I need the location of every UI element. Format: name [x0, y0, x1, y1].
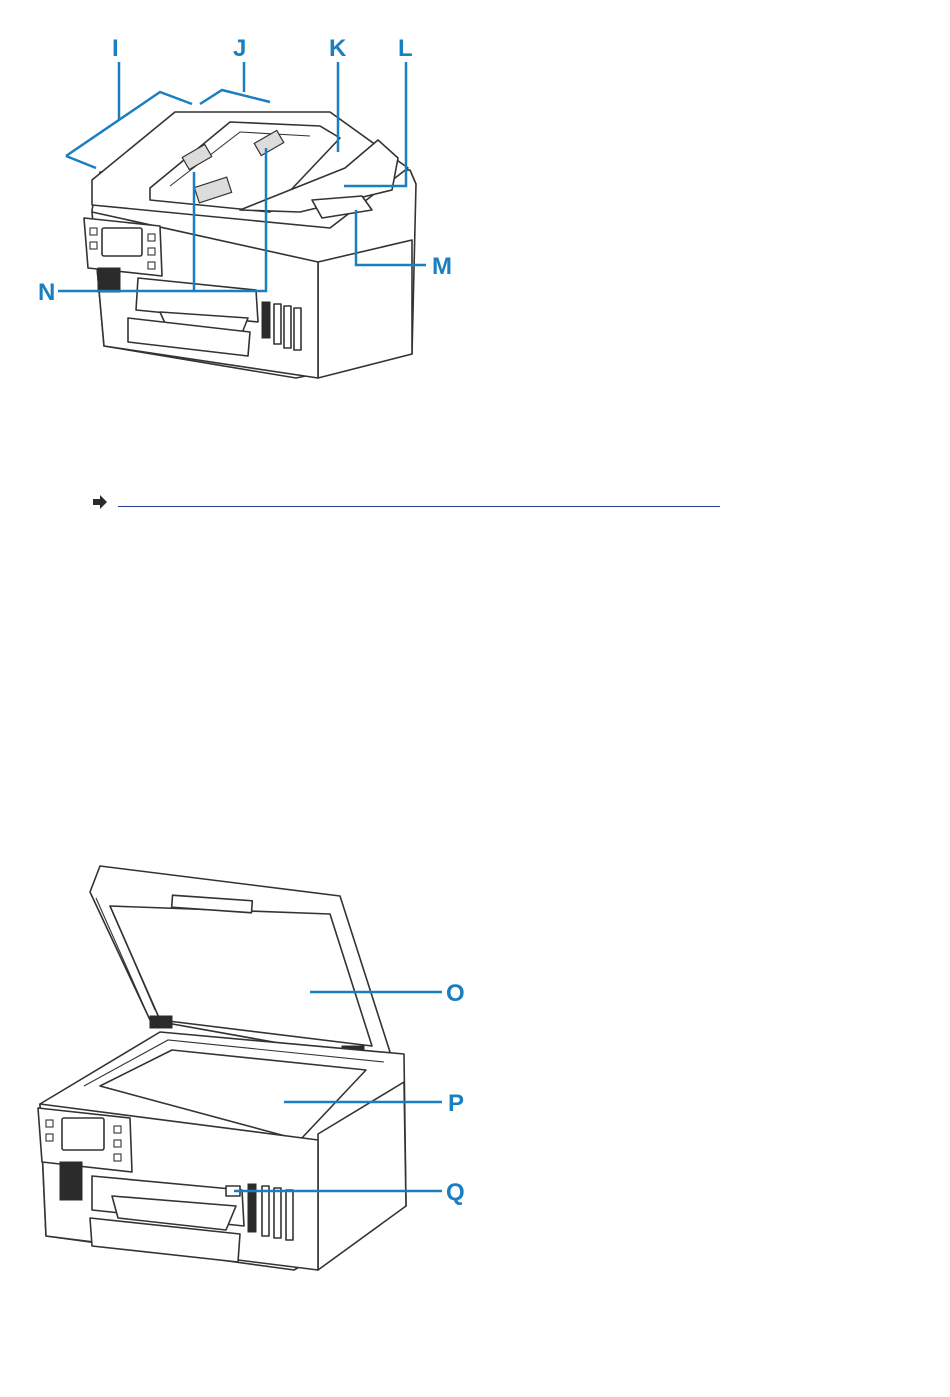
ink-tank	[274, 304, 281, 344]
callout-i: I	[112, 35, 119, 62]
document-pressure-sheet	[110, 906, 372, 1046]
callout-q: Q	[446, 1179, 465, 1206]
callout-l: L	[398, 35, 413, 62]
cover-hinge-left	[150, 1016, 172, 1028]
ink-tank	[284, 306, 291, 348]
callout-m: M	[432, 253, 452, 280]
printer-open-cover-drawing: O P Q	[0, 850, 950, 1290]
printer-front-feeder-illustration: I J K L M N	[0, 0, 950, 400]
ink-tank	[286, 1190, 293, 1240]
callout-k: K	[329, 35, 347, 62]
callout-o: O	[446, 980, 465, 1007]
right-arrow-icon	[92, 494, 108, 510]
ink-tank	[274, 1188, 281, 1238]
printer-front-feeder-drawing: I J K L M N	[0, 0, 950, 400]
reference-link[interactable]	[92, 490, 720, 510]
ink-tank	[294, 308, 301, 350]
touch-screen	[102, 228, 142, 256]
callout-n: N	[38, 279, 55, 306]
left-vent	[98, 268, 120, 292]
callout-j: J	[233, 35, 246, 62]
ink-tank	[262, 1186, 269, 1236]
printer-side-panel	[318, 240, 412, 378]
ink-tank-black	[262, 302, 270, 338]
left-vent	[60, 1162, 82, 1200]
printer-open-cover-illustration: O P Q	[0, 850, 950, 1290]
link-underline[interactable]	[118, 506, 720, 507]
bracket-j	[200, 90, 270, 104]
touch-screen	[62, 1118, 104, 1150]
bracket-i-end	[66, 156, 96, 168]
callout-p: P	[448, 1090, 464, 1117]
